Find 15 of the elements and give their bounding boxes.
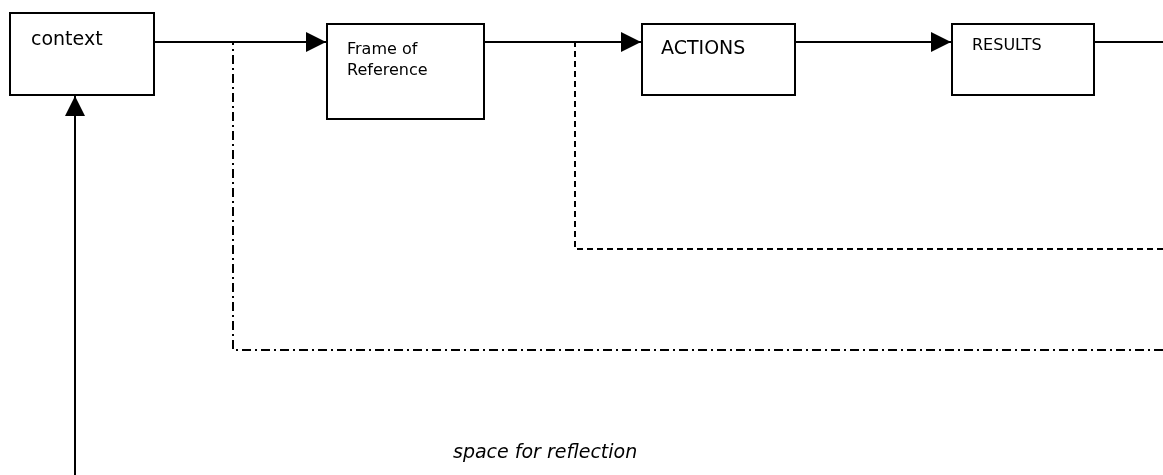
box-label: ACTIONS <box>661 35 746 60</box>
box-label: context <box>31 26 103 51</box>
note-text: space for reflection <box>453 440 638 462</box>
process-box <box>951 23 1095 96</box>
arrow <box>484 32 642 52</box>
dashed-feedback-line <box>574 41 1163 250</box>
arrow <box>154 32 327 52</box>
process-box <box>641 23 796 96</box>
arrow <box>795 32 952 52</box>
process-box <box>326 23 485 120</box>
box-label: RESULTS <box>972 35 1042 56</box>
process-box <box>9 12 155 96</box>
dashed-feedback-line <box>232 41 1163 351</box>
arrow <box>65 95 85 475</box>
box-label: Frame of Reference <box>347 39 429 81</box>
